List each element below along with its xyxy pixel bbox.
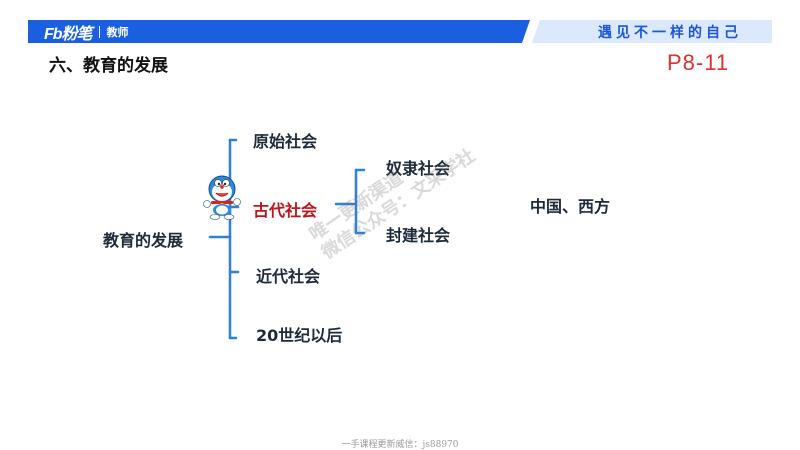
section-title: 六、教育的发展 (49, 56, 168, 76)
root-node: 教育的发展 (103, 231, 184, 250)
header-band (28, 20, 772, 43)
note-china-west: 中国、西方 (530, 197, 611, 216)
logo-separator (98, 26, 100, 38)
page-reference: P8-11 (667, 50, 730, 75)
brand-sub-label: 教师 (106, 26, 129, 39)
slogan: 遇见不一样的自己 (598, 25, 742, 41)
node-modern-society: 近代社会 (256, 267, 321, 286)
node-primitive-society: 原始社会 (253, 132, 318, 151)
brand-logo: Fb粉笔 教师 (44, 21, 129, 43)
brand-logo-text: Fb粉笔 (44, 26, 93, 43)
node-20th-century: 20世纪以后 (256, 326, 343, 345)
node-slave-society: 奴隶社会 (386, 159, 451, 178)
doraemon-icon (203, 175, 241, 220)
node-feudal-society: 封建社会 (386, 226, 451, 245)
node-ancient-society: 古代社会 (253, 201, 318, 220)
footer-note: 一手课程更新威信：js88970 (341, 440, 459, 450)
